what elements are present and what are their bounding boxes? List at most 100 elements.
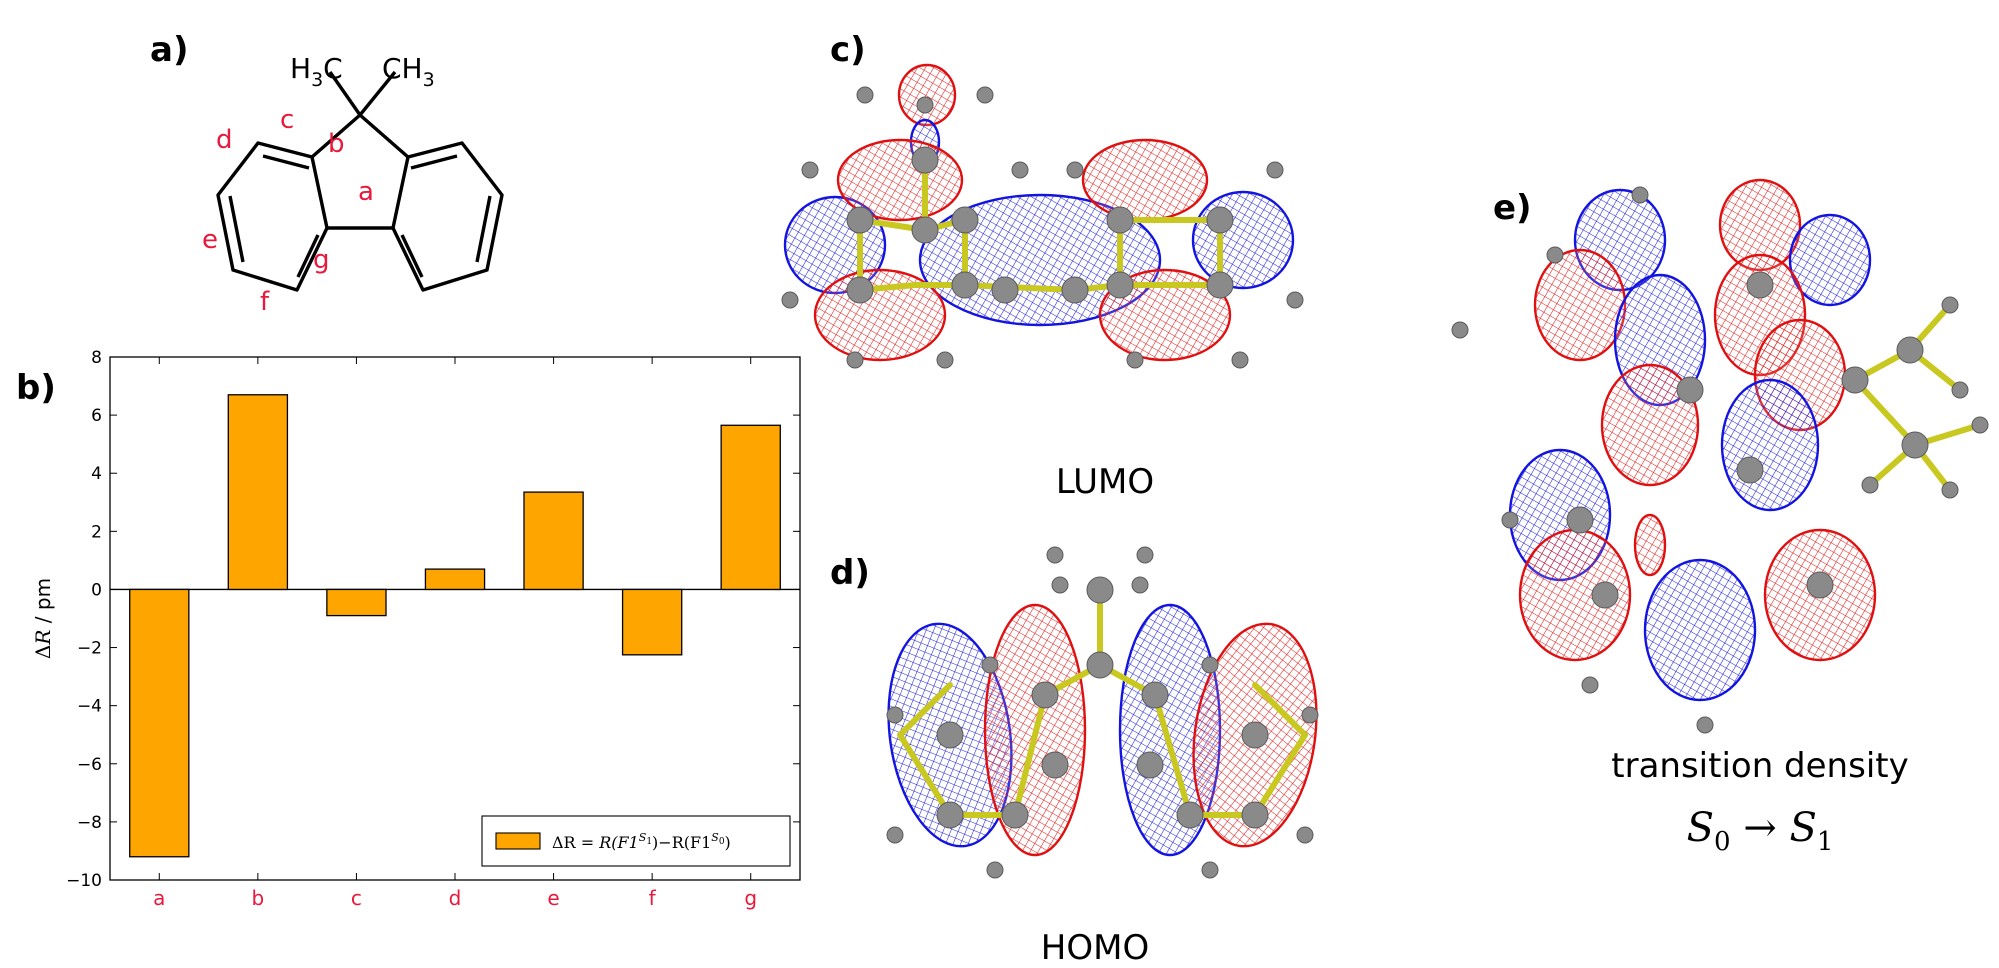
bond-label-d: d [216, 125, 233, 155]
carbon-atom [936, 721, 964, 749]
hydrogen-atom [1286, 291, 1304, 309]
x-tick-label-b: b [252, 886, 265, 910]
transition-equation: S0 → S1 [1686, 805, 1834, 857]
methyl-bond-left [328, 71, 362, 116]
y-tick-label: −8 [77, 813, 102, 833]
carbon-atom [1746, 271, 1774, 299]
carbon-atom [1136, 751, 1164, 779]
transition-density-render [1451, 178, 1989, 734]
carbon-atom [1736, 456, 1764, 484]
hydrogen-atom [801, 161, 819, 179]
bond-stick [1252, 682, 1308, 738]
transition-density-lobe [1600, 363, 1700, 487]
lumo-lobe [918, 193, 1162, 327]
carbon-atom [846, 276, 874, 304]
legend-label: ΔR = R(F1S1)−R(F1S0) [552, 831, 731, 852]
carbon-atom [1001, 801, 1029, 829]
hydrogen-atom [1011, 161, 1029, 179]
panel-label-c: c) [830, 30, 866, 70]
carbon-atom [1676, 376, 1704, 404]
y-tick-label: −4 [77, 697, 102, 717]
bond-label-b: b [328, 129, 345, 159]
bar-c [326, 588, 387, 617]
hydrogen-atom [1046, 546, 1064, 564]
y-tick-label: −2 [77, 639, 102, 659]
panel-label-d: d) [830, 553, 870, 593]
legend-swatch [495, 832, 541, 850]
hydrogen-atom [846, 351, 864, 369]
lumo-lobe [1191, 190, 1295, 290]
carbon-atom [1841, 366, 1869, 394]
hydrogen-atom [1951, 381, 1969, 399]
bond-label-f: f [260, 287, 270, 317]
hydrogen-atom [1201, 861, 1219, 879]
carbon-atom [1061, 276, 1089, 304]
hydrogen-atom [981, 656, 999, 674]
hydrogen-atom [1051, 576, 1069, 594]
right-double-bond-2 [475, 195, 492, 263]
hydrogen-atom [986, 861, 1004, 879]
carbon-atom [1086, 651, 1114, 679]
y-tick-label: 2 [91, 522, 102, 542]
bond-stick [897, 682, 953, 738]
bar-b [227, 394, 289, 591]
homo-caption: HOMO [1040, 928, 1150, 968]
right-double-bond-3 [400, 234, 424, 278]
panel-label-b: b) [16, 368, 56, 408]
lumo-lobe [1098, 268, 1232, 362]
hydrogen-atom [1941, 296, 1959, 314]
hydrogen-atom [1296, 826, 1314, 844]
carbon-atom [1901, 431, 1929, 459]
panel-label-e: e) [1493, 188, 1532, 228]
hydrogen-atom [886, 826, 904, 844]
carbon-atom [1041, 751, 1069, 779]
methyl-left-label: H3C [290, 52, 343, 91]
hydrogen-atom [1266, 161, 1284, 179]
right-benzene-ring [391, 141, 504, 292]
bond-stick [897, 732, 953, 818]
transition-density-lobe [1788, 213, 1872, 307]
x-tick-label-a: a [153, 886, 165, 910]
carbon-atom [1206, 206, 1234, 234]
hydrogen-atom [1501, 511, 1519, 529]
bond-label-g: g [313, 245, 330, 275]
carbon-atom [1106, 206, 1134, 234]
hydrogen-atom [886, 706, 904, 724]
homo-orbital-render [886, 546, 1319, 879]
bond-label-c: c [280, 105, 294, 135]
carbon-atom [1106, 271, 1134, 299]
bar-g [720, 424, 781, 591]
carbon-atom [1031, 681, 1059, 709]
hydrogen-atom [1136, 546, 1154, 564]
transition-density-caption: transition density [1611, 746, 1909, 786]
left-double-bond-1 [262, 154, 310, 170]
carbon-atom [911, 216, 939, 244]
hydrogen-atom [1131, 576, 1149, 594]
hydrogen-atom [1546, 246, 1564, 264]
transition-density-lobe [1643, 558, 1757, 702]
hydrogen-atom [1451, 321, 1469, 339]
carbon-atom [1566, 506, 1594, 534]
bar-e [523, 491, 584, 591]
lumo-lobe [1081, 138, 1209, 222]
carbon-atom [936, 801, 964, 829]
carbon-atom [1176, 801, 1204, 829]
bond-stick [1012, 692, 1048, 818]
x-tick-label-d: d [449, 886, 462, 910]
hydrogen-atom [916, 96, 934, 114]
carbon-atom [1086, 576, 1114, 604]
x-tick-label-f: f [649, 886, 657, 910]
hydrogen-atom [936, 351, 954, 369]
lumo-caption: LUMO [1055, 462, 1155, 502]
five-member-ring [310, 113, 410, 230]
y-tick-label: −10 [66, 871, 102, 891]
plot-frame [109, 356, 801, 881]
hydrogen-atom [856, 86, 874, 104]
carbon-atom [1241, 721, 1269, 749]
bond-label-a: a [358, 177, 374, 207]
carbon-atom [951, 206, 979, 234]
left-benzene-ring [216, 141, 329, 292]
lumo-lobe [897, 63, 957, 127]
hydrogen-atom [781, 291, 799, 309]
